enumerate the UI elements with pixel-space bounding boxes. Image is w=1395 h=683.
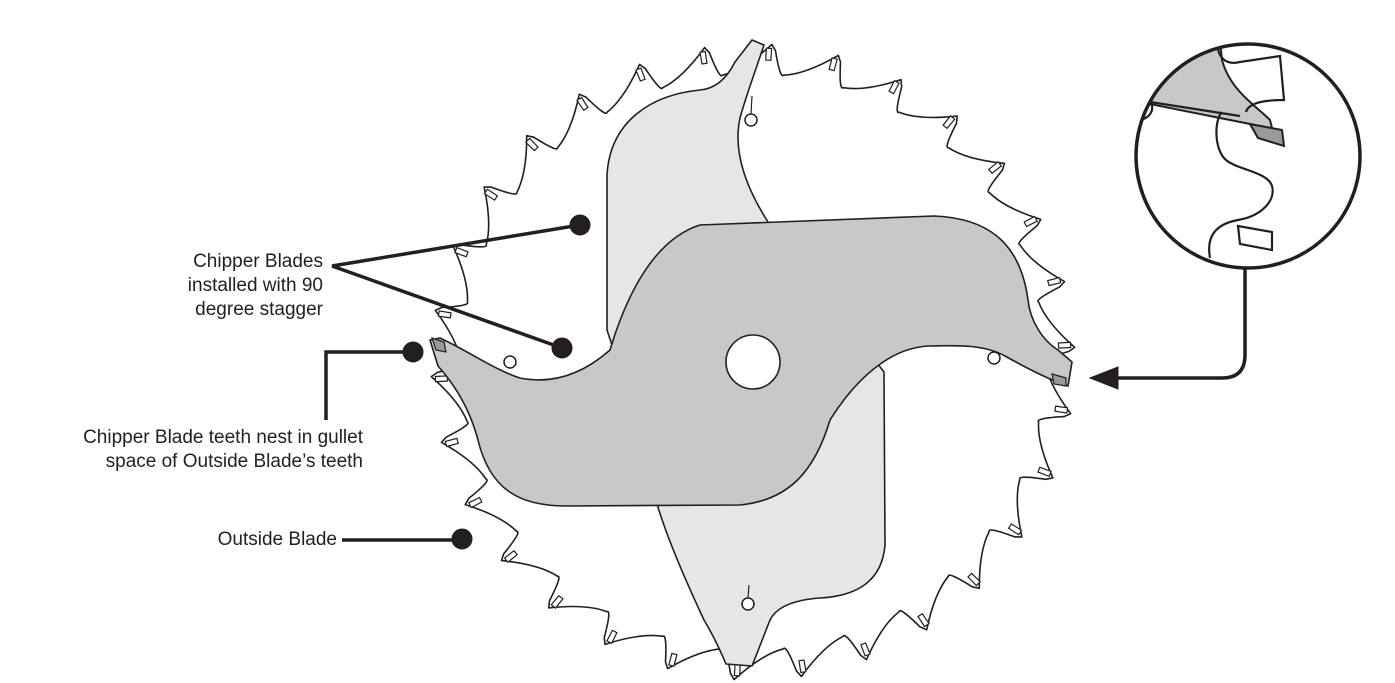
callout-dot (452, 529, 472, 549)
arrowhead-icon (1090, 367, 1118, 389)
detail-pointer-line (1110, 268, 1245, 378)
arbor-hole (726, 335, 780, 389)
chipper-blades-label-line-1: Chipper Blades (123, 250, 323, 274)
gullet-hole (504, 356, 516, 368)
carbide-tooth-tip (435, 376, 447, 382)
gullet-hole (988, 352, 1000, 364)
chipper-blades-label-line-2: installed with 90 (123, 274, 323, 298)
chipper-blades-label: Chipper Blades installed with 90 degree … (123, 250, 323, 322)
carbide-tooth-tip (1058, 342, 1070, 348)
callout-dot (570, 215, 590, 235)
carbide-tooth-tip (766, 48, 772, 60)
callout-dot (403, 342, 423, 362)
gullet-hole (745, 114, 757, 126)
gullet-hole (742, 598, 754, 610)
teeth-nest-label: Chipper Blade teeth nest in gullet space… (0, 426, 363, 474)
callout-dot (552, 338, 572, 358)
chipper-blades-label-line-3: degree stagger (123, 298, 323, 322)
teeth-nest-label-line-2: space of Outside Blade’s teeth (0, 450, 363, 474)
teeth-nest-label-line-1: Chipper Blade teeth nest in gullet (0, 426, 363, 450)
detail-inset (1110, 40, 1360, 268)
teeth-nest-leader (326, 352, 412, 420)
outside-blade-label: Outside Blade (137, 528, 337, 552)
